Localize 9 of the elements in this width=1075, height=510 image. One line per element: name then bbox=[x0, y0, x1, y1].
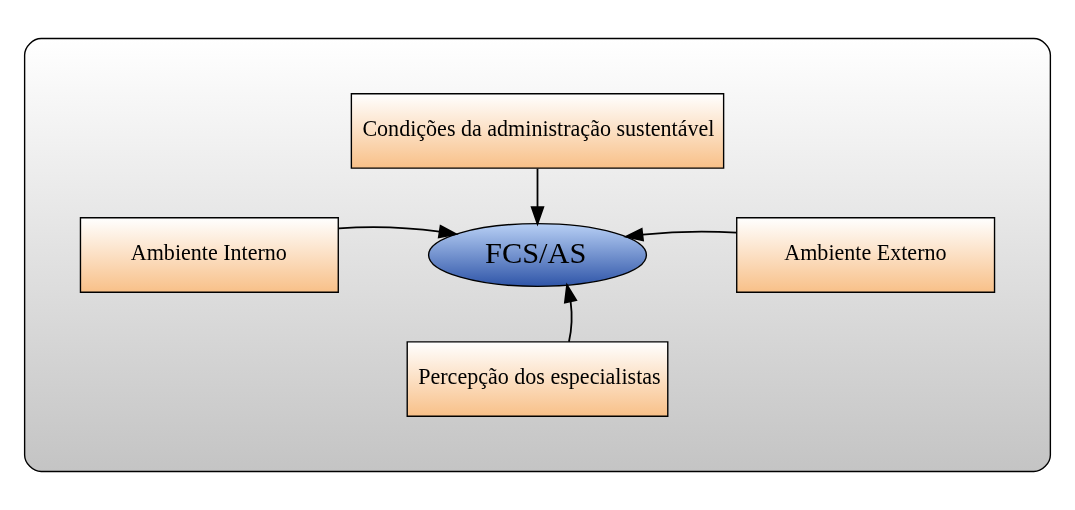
node-box: Ambiente Externo bbox=[736, 217, 996, 293]
arrow bbox=[563, 282, 578, 343]
node-box: Percepção dos especialistas bbox=[406, 341, 669, 417]
arrow bbox=[530, 167, 545, 227]
node-box: Ambiente Interno bbox=[79, 217, 339, 293]
cluster bbox=[23, 37, 1052, 473]
arrow bbox=[337, 224, 459, 239]
node-box: Condições da administração sustentável bbox=[350, 93, 725, 169]
arrow bbox=[623, 227, 738, 242]
